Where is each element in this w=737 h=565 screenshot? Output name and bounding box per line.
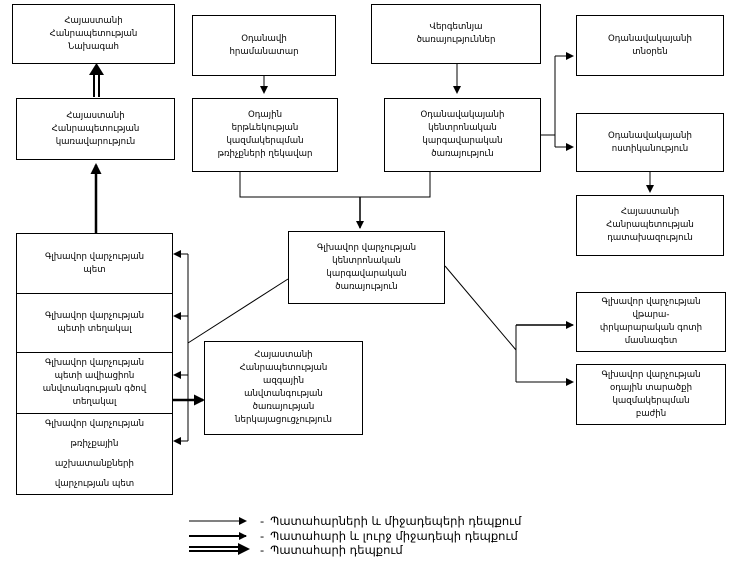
- stack-security-deputy: Գլխավոր վարչության պետի ավիացիոն անվտանգ…: [16, 352, 173, 414]
- stack-security-deputy-label: Գլխավոր վարչության պետի ավիացիոն անվտանգ…: [42, 358, 147, 407]
- node-airport-police-label: Օդանավակայանի ոստիկանություն: [608, 130, 692, 154]
- node-government: Հայաստանի Հանրապետության կառավարություն: [16, 98, 175, 160]
- legend-label-medium: Պատահարի և լուրջ միջադեպի դեպքում: [270, 529, 518, 543]
- node-airport-director: Օդանավակայանի տնօրեն: [576, 15, 724, 76]
- legend-dash: -: [260, 529, 265, 543]
- stack-main-deputy-label: Գլխավոր վարչության պետի տեղակալ: [44, 311, 145, 334]
- stack-main-head: Գլխավոր վարչության պետ: [16, 233, 173, 294]
- node-president-label: Հայաստանի Հանրապետության Նախագահ: [49, 15, 138, 52]
- legend-row-thin: - Պատահարների և միջադեպերի դեպքում: [188, 514, 522, 528]
- edge-merge-to-main-dispatch: [239, 172, 431, 198]
- node-national-security-label: Հայաստանի Հանրապետության ազգային անվտանգ…: [235, 350, 332, 425]
- node-airport-director-label: Օդանավակայանի տնօրեն: [608, 33, 692, 57]
- node-airport-central-dispatch-label: Օդանավակայանի կենտրոնական կարգավարական ծ…: [420, 110, 505, 159]
- node-airspace-department: Գլխավոր վարչության օդային տարածքի կազմակ…: [576, 364, 726, 425]
- legend-label-thick: Պատահարի դեպքում: [270, 543, 403, 557]
- node-prosecutor: Հայաստանի Հանրապետության դատախազություն: [576, 195, 724, 256]
- legend-label-thin: Պատահարների և միջադեպերի դեպքում: [270, 514, 522, 528]
- node-airport-police: Օդանավակայանի ոստիկանություն: [576, 113, 724, 172]
- node-ground-services-label: Վերգետնյա ծառայություններ: [416, 22, 496, 45]
- node-government-label: Հայաստանի Հանրապետության կառավարություն: [51, 110, 140, 147]
- node-air-traffic-organizer: Օդային երթևեկության կազմակերպման թռիչքնե…: [192, 98, 338, 172]
- node-airspace-department-label: Գլխավոր վարչության օդային տարածքի կազմակ…: [601, 369, 701, 419]
- node-rescue-specialist-label: Գլխավոր վարչության վթարա- փրկարարական գո…: [599, 297, 703, 346]
- node-president: Հայաստանի Հանրապետության Նախագահ: [12, 4, 175, 64]
- legend-row-medium: - Պատահարի և լուրջ միջադեպի դեպքում: [188, 529, 518, 543]
- node-national-security: Հայաստանի Հանրապետության ազգային անվտանգ…: [204, 341, 363, 435]
- node-airport-central-dispatch: Օդանավակայանի կենտրոնական կարգավարական ծ…: [384, 98, 541, 172]
- node-aircraft-commander: Օդանավի հրամանատար: [192, 15, 336, 76]
- stack-flight-head-label: Գլխավոր վարչության թռիչքային աշխատանքներ…: [44, 419, 145, 489]
- node-rescue-specialist: Գլխավոր վարչության վթարա- փրկարարական գո…: [576, 292, 726, 352]
- node-ground-services: Վերգետնյա ծառայություններ: [371, 4, 541, 64]
- legend-row-thick: - Պատահարի դեպքում: [188, 543, 403, 557]
- node-air-traffic-organizer-label: Օդային երթևեկության կազմակերպման թռիչքնե…: [217, 110, 313, 159]
- stack-main-head-label: Գլխավոր վարչության պետ: [44, 251, 145, 275]
- edge-government-to-president: [89, 63, 104, 75]
- legend-dash: -: [260, 543, 265, 557]
- legend-dash: -: [260, 514, 265, 528]
- node-main-central-dispatch: Գլխավոր վարչության կենտրոնական կարգավարա…: [288, 231, 445, 304]
- stack-main-deputy: Գլխավոր վարչության պետի տեղակալ: [16, 293, 173, 353]
- node-main-central-dispatch-label: Գլխավոր վարչության կենտրոնական կարգավարա…: [316, 242, 417, 292]
- legend-thick-arrowhead: [238, 543, 250, 555]
- node-prosecutor-label: Հայաստանի Հանրապետության դատախազություն: [606, 207, 694, 243]
- stack-flight-head: Գլխավոր վարչության թռիչքային աշխատանքներ…: [16, 413, 173, 495]
- node-aircraft-commander-label: Օդանավի հրամանատար: [229, 33, 299, 57]
